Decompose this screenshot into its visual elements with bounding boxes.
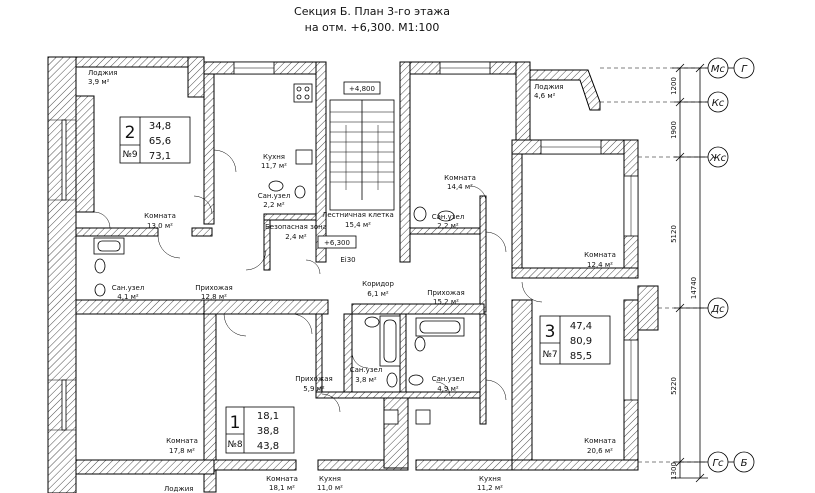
room-area: 15,2 м² [433, 298, 459, 306]
axis-label: Гс [712, 458, 724, 469]
room-name: Комната [144, 212, 176, 220]
fixtures [93, 83, 465, 425]
apartment-area-total: 38,8 [257, 426, 279, 437]
room-name: Комната [166, 437, 198, 445]
room-area: 2,2 м² [437, 222, 459, 230]
level-marker-mid [317, 235, 357, 249]
dimension-segment: 5220 [670, 377, 678, 395]
room-name: Сан.узел [112, 284, 145, 292]
room-area: 5,9 м² [303, 385, 325, 393]
room-area: 12,8 м² [201, 293, 227, 301]
apartment-number: №8 [227, 440, 242, 450]
level-mid: +6,300 [324, 239, 350, 247]
axis-markers: Мс Г Кс Жс Дс Гс Б [707, 57, 755, 473]
room-name: Комната [584, 251, 616, 259]
room-name: Кухня [479, 475, 501, 483]
room-name: Комната [584, 437, 616, 445]
room-name: Кухня [263, 153, 285, 161]
room-name: Сан.узел [350, 366, 383, 374]
room-name: Лестничная клетка [322, 211, 394, 219]
axis-lines [600, 67, 708, 463]
apartment-area-total: 80,9 [570, 336, 592, 347]
room-name: Коридор [362, 280, 394, 288]
room-labels: Лоджия 3,9 м² Лоджия 4,6 м² Кухня 11,7 м… [88, 69, 616, 493]
apartment-number: №7 [542, 350, 557, 360]
room-area: 2,4 м² [285, 233, 307, 241]
room-name: Лоджия [164, 485, 193, 493]
room-area: 4,1 м² [117, 293, 139, 301]
axis-label: Мс [711, 64, 726, 75]
apartment-table-1: 1 №8 18,1 38,8 43,8 [225, 406, 295, 454]
axis-label: Г [741, 64, 748, 75]
apartment-table-2: 2 №9 34,8 65,6 73,1 [119, 116, 191, 164]
plan-title-line2: на отм. +6,300. М1:100 [305, 21, 440, 34]
room-name: Сан.узел [432, 213, 465, 221]
fire-rating-label: Ei30 [340, 256, 355, 264]
apartment-area-living: 34,8 [149, 121, 171, 132]
staircase [329, 99, 395, 211]
room-area: 2,2 м² [263, 201, 285, 209]
room-area: 14,4 м² [447, 183, 473, 191]
doors [93, 149, 543, 413]
room-area: 15,4 м² [345, 221, 371, 229]
room-area: 13,0 м² [147, 222, 173, 230]
level-top: +4,800 [349, 85, 375, 93]
apartment-area-full: 85,5 [570, 351, 592, 362]
axis-label: Кс [712, 98, 725, 109]
dimension-segment: 1300 [670, 462, 678, 480]
room-name: Сан.узел [258, 192, 291, 200]
room-name: Лоджия [534, 83, 563, 91]
room-area: 18,1 м² [269, 484, 295, 492]
apartment-rooms: 3 [545, 322, 556, 342]
apartment-area-living: 18,1 [257, 411, 279, 422]
room-name: Комната [444, 174, 476, 182]
apartment-number: №9 [122, 150, 137, 160]
room-name: Прихожая [295, 375, 333, 383]
dimension-total: 14740 [690, 277, 698, 299]
level-marker-top [343, 81, 381, 95]
plan-title-line1: Секция Б. План 3-го этажа [294, 5, 450, 18]
room-area: 17,8 м² [169, 447, 195, 455]
room-name: Прихожая [195, 284, 233, 292]
room-name: Сан.узел [432, 375, 465, 383]
apartment-area-total: 65,6 [149, 136, 171, 147]
room-name: Безопасная зона [265, 223, 327, 231]
room-name: Прихожая [427, 289, 465, 297]
dimension-segment: 1900 [670, 121, 678, 139]
room-name: Кухня [319, 475, 341, 483]
room-name: Лоджия [88, 69, 117, 77]
apartment-area-living: 47,4 [570, 321, 592, 332]
apartment-area-full: 43,8 [257, 441, 279, 452]
room-area: 12,4 м² [587, 261, 613, 269]
apartment-rooms: 1 [230, 413, 241, 433]
room-area: 6,1 м² [367, 290, 389, 298]
room-area: 20,6 м² [587, 447, 613, 455]
apartment-rooms: 2 [125, 123, 136, 143]
room-area: 11,0 м² [317, 484, 343, 492]
axis-label: Дс [710, 304, 725, 315]
room-area: 11,7 м² [261, 162, 287, 170]
walls [47, 56, 659, 493]
apartment-table-3: 3 №7 47,4 80,9 85,5 [539, 315, 611, 365]
windows [48, 61, 639, 431]
dimension-segment: 5120 [670, 225, 678, 243]
dimension-chain: 1200 1900 5120 5220 1300 14740 [670, 63, 708, 483]
room-area: 3,9 м² [88, 78, 110, 86]
room-area: 3,8 м² [355, 376, 377, 384]
room-area: 4,6 м² [534, 92, 556, 100]
room-area: 11,2 м² [477, 484, 503, 492]
room-name: Комната [266, 475, 298, 483]
room-area: 4,9 м² [437, 385, 459, 393]
apartment-area-full: 73,1 [149, 151, 171, 162]
axis-label: Жс [709, 153, 727, 164]
dimension-segment: 1200 [670, 77, 678, 95]
axis-label: Б [741, 458, 748, 469]
